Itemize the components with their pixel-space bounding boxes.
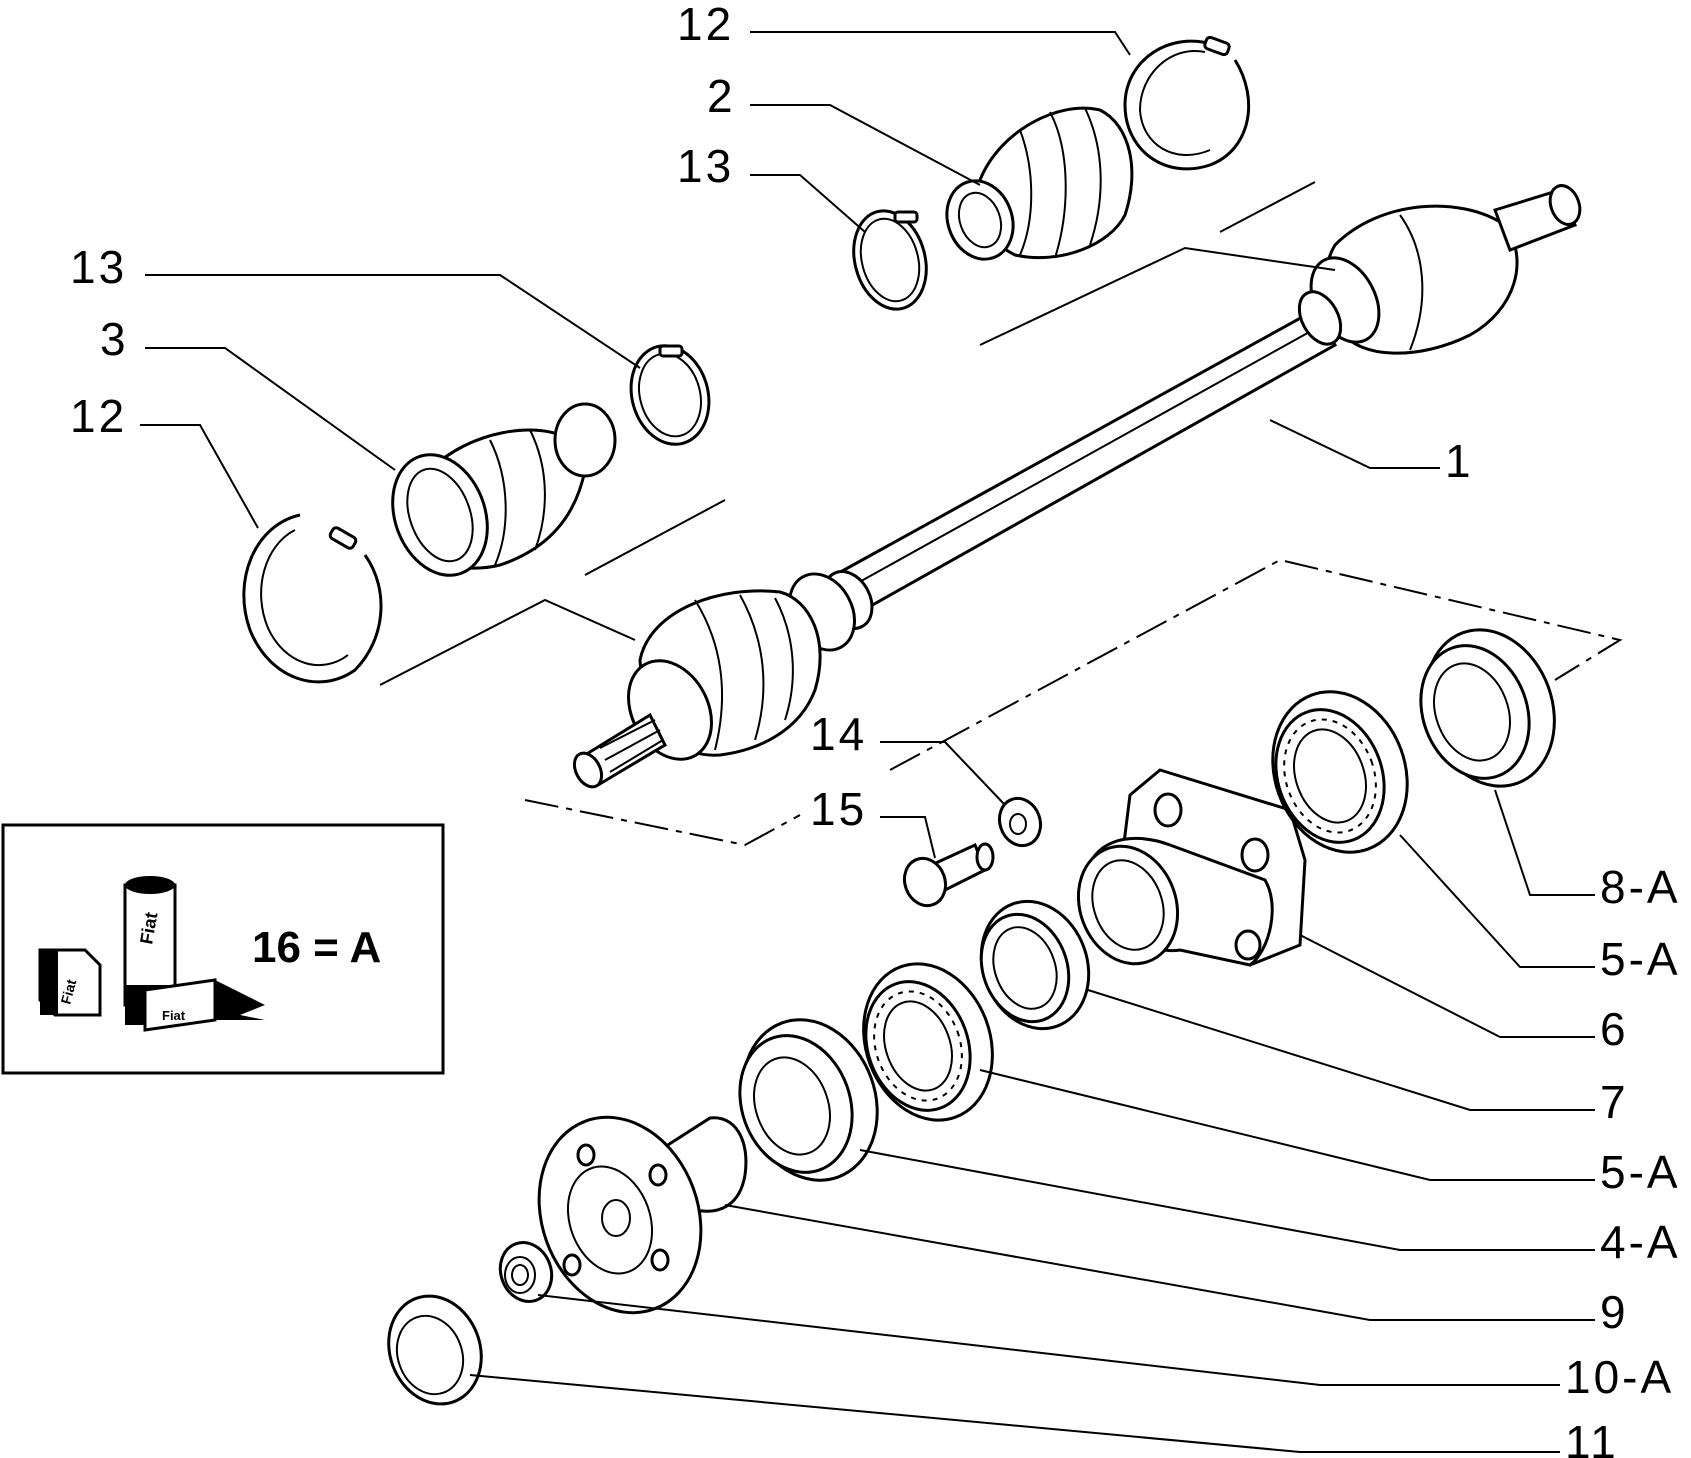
label-part-3: 3 (100, 313, 129, 365)
label-part-4a: 4-A (1600, 1216, 1681, 1268)
legend-box: Fiat Fiat Fiat 16 = A (1, 823, 445, 1075)
bolt-part-15 (902, 842, 995, 908)
lubricant-product-icon: Fiat Fiat Fiat (38, 876, 265, 1032)
label-part-5a-upper: 5-A (1600, 933, 1681, 985)
label-part-13-left: 13 (70, 241, 127, 293)
leader-lines (140, 31, 1595, 1453)
boot-part-2 (945, 106, 1134, 261)
label-part-15: 15 (810, 783, 867, 835)
label-part-14: 14 (810, 708, 867, 760)
label-part-1: 1 (1445, 435, 1474, 487)
label-part-12-top: 12 (677, 0, 734, 50)
label-part-13-top: 13 (677, 140, 734, 192)
seal-part-4a (738, 1018, 879, 1182)
legend-text: 16 = A (252, 923, 381, 972)
clamp-ring-13-upper (852, 209, 928, 311)
seal-part-8a (1419, 628, 1556, 788)
axis-line-left (524, 799, 801, 847)
label-part-12-left: 12 (70, 390, 127, 442)
label-part-2: 2 (707, 70, 736, 122)
washer-part-14 (997, 796, 1043, 848)
clamp-ring-12-upper (1123, 35, 1251, 171)
bearing-part-5a-lower (862, 962, 994, 1122)
label-part-11: 11 (1565, 1416, 1619, 1458)
clamp-ring-13-lower (629, 344, 711, 446)
label-part-8a: 8-A (1600, 861, 1681, 913)
bearing-part-5a-upper (1271, 690, 1409, 854)
bearing-housing-part-6 (1076, 768, 1307, 967)
product-mark-2: Fiat (57, 977, 79, 1006)
axis-line-upper (889, 558, 1623, 771)
nut-part-10a (498, 1241, 554, 1303)
label-part-7: 7 (1600, 1076, 1629, 1128)
product-mark-3: Fiat (162, 1008, 186, 1023)
spacer-part-7 (979, 899, 1091, 1031)
label-part-5a-lower: 5-A (1600, 1146, 1681, 1198)
label-part-10a: 10-A (1565, 1351, 1674, 1403)
boot-part-3 (391, 402, 617, 577)
drive-shaft-part-1 (379, 181, 1582, 789)
label-part-6: 6 (1600, 1003, 1629, 1055)
clamp-ring-12-lower (242, 513, 383, 684)
hub-part-9 (537, 1115, 748, 1315)
cap-part-11 (387, 1294, 483, 1406)
label-part-9: 9 (1600, 1286, 1629, 1338)
